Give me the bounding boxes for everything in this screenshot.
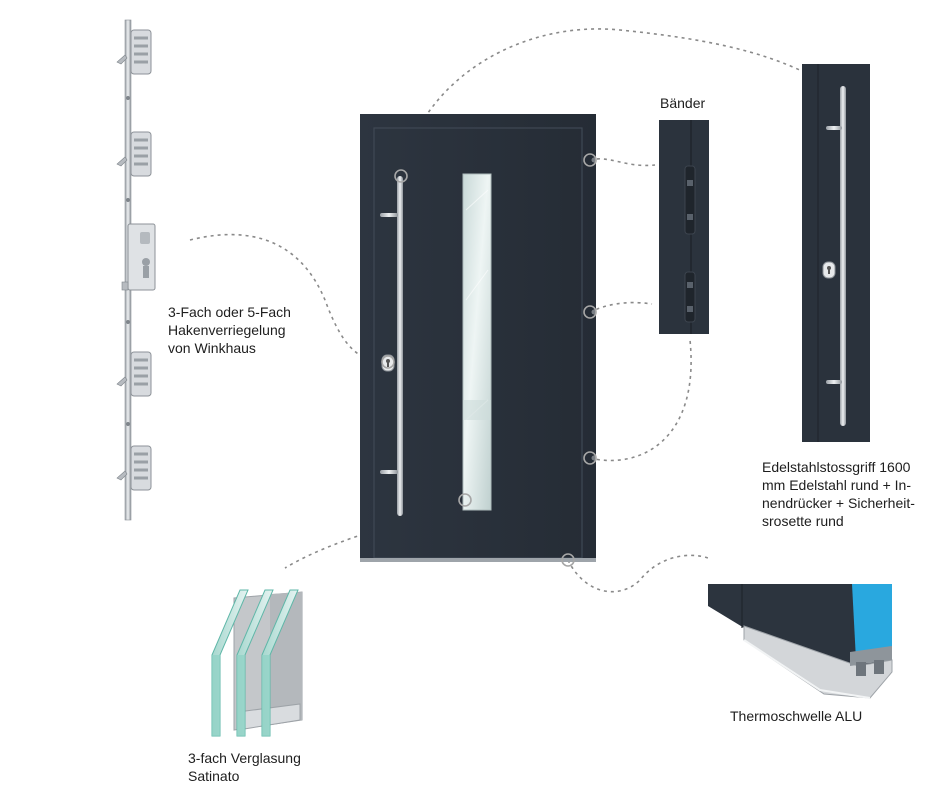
lock-hook-1 xyxy=(116,29,152,75)
label-glass: 3-fach Verglasung Satinato xyxy=(188,749,358,785)
threshold-detail xyxy=(708,584,893,699)
handle-detail-bar xyxy=(840,86,846,426)
label-hinges-text: Bänder xyxy=(660,95,706,111)
threshold-insulation xyxy=(852,584,892,660)
label-lock-line-2: Hakenverriegelung xyxy=(168,322,286,338)
connector-lines xyxy=(189,28,809,593)
label-threshold-text: Thermoschwelle ALU xyxy=(730,708,863,724)
label-hinges: Bänder xyxy=(660,94,740,112)
label-handle-line-1: Edelstahlstossgriff 1600 xyxy=(762,459,911,475)
connector-hinge-mid xyxy=(589,301,653,313)
handle-detail xyxy=(802,64,870,442)
label-handle-line-3: nendrücker + Sicherheit- xyxy=(762,495,915,511)
label-threshold: Thermoschwelle ALU xyxy=(730,707,900,725)
hinge-lower xyxy=(684,271,696,323)
label-handle-line-2: mm Edelstahl rund + In- xyxy=(762,477,912,493)
connector-markers xyxy=(381,153,597,567)
connector-hinge-bottom xyxy=(589,339,692,462)
door-handle-bar xyxy=(397,176,403,516)
connector-threshold xyxy=(567,554,709,593)
connector-hinge-top xyxy=(589,158,656,167)
label-glass-line-1: 3-fach Verglasung xyxy=(188,750,301,766)
connector-lock xyxy=(189,233,386,363)
lock-hook-2 xyxy=(116,131,152,177)
label-lock: 3-Fach oder 5-Fach Hakenverriegelung von… xyxy=(168,303,328,357)
lock-main-case xyxy=(121,223,156,291)
door-glass-panel xyxy=(462,173,492,511)
label-lock-line-3: von Winkhaus xyxy=(168,340,256,356)
lock-strip xyxy=(116,19,156,521)
triple-glazing-detail xyxy=(211,589,303,737)
hinges-detail xyxy=(659,120,709,334)
label-handle: Edelstahlstossgriff 1600 mm Edelstahl ru… xyxy=(762,458,940,530)
label-lock-line-1: 3-Fach oder 5-Fach xyxy=(168,304,291,320)
lock-hook-3 xyxy=(116,351,152,397)
lock-hook-4 xyxy=(116,445,152,491)
label-glass-line-2: Satinato xyxy=(188,768,240,784)
label-handle-line-4: srosette rund xyxy=(762,513,844,529)
connector-handle xyxy=(400,28,809,177)
front-door xyxy=(360,114,597,562)
hinge-upper xyxy=(684,165,696,235)
